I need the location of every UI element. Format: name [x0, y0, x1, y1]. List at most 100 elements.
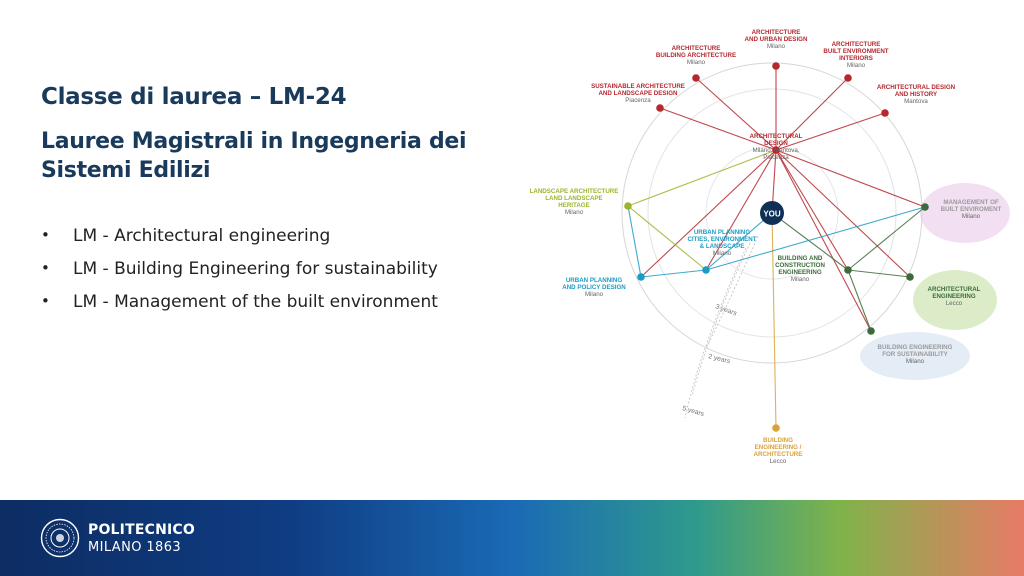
- ring-outer: [621, 62, 923, 364]
- node-location: Milano: [906, 358, 925, 365]
- ring-middle: [647, 88, 897, 338]
- diagram-background-layer: [860, 183, 1010, 380]
- node-dot-building-construction: [844, 266, 852, 274]
- node-label-line: & LANDSCAPE: [700, 243, 745, 250]
- node-dot-architectural-eng: [906, 273, 914, 281]
- connection-line: [775, 149, 926, 208]
- diagram-nodes-layer: [624, 62, 929, 432]
- you-label: YOU: [763, 210, 781, 219]
- footer-band: [0, 500, 1024, 576]
- node-location: Milano: [767, 43, 786, 50]
- node-location: Milano: [713, 250, 732, 257]
- bullet-icon: •: [41, 292, 50, 310]
- slide-subtitle: Lauree Magistrali in Ingegneria dei Sist…: [41, 129, 467, 183]
- node-location: Piacenza: [763, 154, 789, 161]
- architectural-eng-bubble: [913, 270, 997, 330]
- node-label-line: AND HISTORY: [895, 91, 938, 98]
- node-dot-arch-urban: [772, 62, 780, 70]
- node-dot-landscape: [624, 202, 632, 210]
- node-label-line: ARCHITECTURAL: [750, 133, 803, 140]
- node-dot-urban-policy: [637, 273, 645, 281]
- connection-line: [627, 205, 707, 271]
- node-label-line: ARCHITECTURAL: [928, 286, 981, 293]
- connection-line: [847, 206, 926, 271]
- node-label-line: HERITAGE: [558, 202, 590, 209]
- node-dot-urban-cities: [702, 266, 710, 274]
- bullet-item: • LM - Building Engineering for sustainab…: [41, 259, 438, 292]
- node-location: Milano: [585, 291, 604, 298]
- guide-2-years: [691, 242, 751, 397]
- year-label-1: 2 years: [708, 353, 732, 365]
- slide-title: Classe di laurea – LM-24: [41, 84, 347, 110]
- node-label-line: MANAGEMENT OF: [943, 199, 999, 206]
- node-label-line: URBAN PLANNING: [566, 277, 623, 284]
- node-label-line: FOR SUSTAINABILITY: [882, 351, 948, 358]
- sustainability-bubble: [860, 332, 970, 380]
- node-label-line: INTERIORS: [839, 55, 873, 62]
- node-label-line: CITIES, ENVIRONMENT: [687, 236, 756, 243]
- node-dot-arch-history: [881, 109, 889, 117]
- node-location: Milano: [565, 209, 584, 216]
- connection-line: [627, 149, 777, 207]
- connection-line: [775, 77, 849, 151]
- node-label-line: BUILDING ARCHITECTURE: [656, 52, 736, 59]
- node-location: Milano: [962, 213, 981, 220]
- connection-line: [705, 206, 926, 271]
- diagram-connections-layer: [627, 66, 926, 429]
- connection-line: [771, 212, 849, 271]
- bullet-text: LM - Management of the built environment: [73, 292, 438, 312]
- you-node: [760, 201, 784, 225]
- node-label-line: BUILDING: [763, 437, 793, 444]
- node-label-line: BUILDING ENGINEERING: [878, 344, 953, 351]
- node-label-line: ARCHITECTURE: [752, 29, 801, 36]
- connection-line: [847, 269, 911, 278]
- bullet-icon: •: [41, 226, 50, 244]
- node-label-line: SUSTAINABLE ARCHITECTURE: [591, 83, 685, 90]
- node-label-line: URBAN PLANNING: [694, 229, 751, 236]
- node-dot-arch-building: [692, 74, 700, 82]
- node-label-line: BUILDING AND: [778, 255, 823, 262]
- brand-name: POLITECNICO: [88, 522, 195, 538]
- connection-line: [695, 77, 777, 151]
- connection-line: [775, 112, 886, 151]
- connection-line: [847, 269, 872, 332]
- connection-line: [659, 107, 777, 151]
- bullet-text: LM - Building Engineering for sustainabi…: [73, 259, 438, 279]
- node-dot-sustainable-arch: [656, 104, 664, 112]
- connection-line: [640, 269, 707, 278]
- node-label-line: ENGINEERING: [932, 293, 976, 300]
- bullet-list: • LM - Architectural engineering • LM - Bu…: [41, 226, 438, 325]
- connection-line: [771, 212, 777, 429]
- node-label-line: LANDSCAPE ARCHITECTURE: [530, 188, 619, 195]
- node-label-line: BUILT ENVIROMENT: [941, 206, 1002, 213]
- node-dot-sustainability: [867, 327, 875, 335]
- node-location: Milano, Mantova,: [752, 147, 799, 154]
- bullet-text: LM - Architectural engineering: [73, 226, 331, 246]
- bullet-icon: •: [41, 259, 50, 277]
- management-bubble: [920, 183, 1010, 243]
- node-location: Milano: [791, 276, 810, 283]
- node-label-line: AND URBAN DESIGN: [745, 36, 808, 43]
- node-label-line: AND LANDSCAPE DESIGN: [598, 90, 678, 97]
- connection-line: [705, 212, 773, 271]
- node-label-line: DESIGN: [764, 140, 788, 147]
- connection-line: [775, 149, 872, 332]
- node-label-line: CONSTRUCTION: [775, 262, 825, 269]
- node-label-line: AND POLICY DESIGN: [562, 284, 626, 291]
- node-label-line: ARCHITECTURE: [672, 45, 721, 52]
- connection-line: [775, 149, 911, 278]
- node-label-line: ENGINEERING: [778, 269, 822, 276]
- node-dot-building-arch: [772, 424, 780, 432]
- node-label-line: ENGINEERING /: [755, 444, 802, 451]
